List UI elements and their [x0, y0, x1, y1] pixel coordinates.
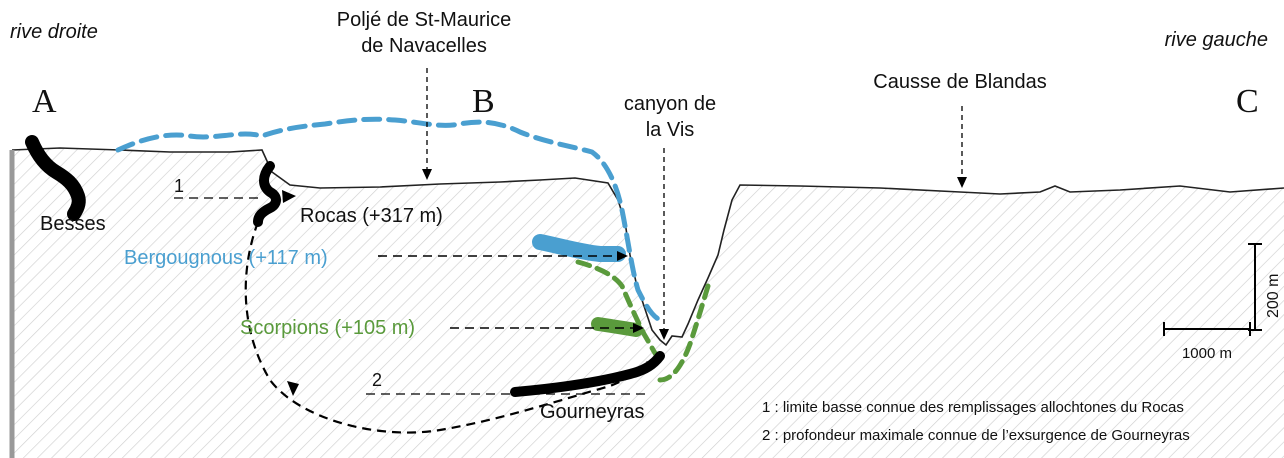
- vertical-scale-label: 200 m: [1265, 274, 1282, 318]
- polje-label-line1: Poljé de St-Maurice: [337, 9, 512, 31]
- rocas-conduit: [253, 161, 281, 227]
- rocas-label: Rocas (+317 m): [300, 205, 443, 227]
- gourneyras-label: Gourneyras: [540, 401, 645, 423]
- rock-mass: [12, 148, 1284, 458]
- scorpions-label: Scorpions (+105 m): [240, 317, 415, 339]
- canyon-label-line2: la Vis: [646, 119, 695, 141]
- legend-item-2: 2 : profondeur maximale connue de l’exsu…: [762, 427, 1190, 444]
- polje-label-line2: de Navacelles: [361, 35, 487, 57]
- bergougnous-conduit: [532, 234, 626, 262]
- rive-droite-label: rive droite: [10, 21, 98, 43]
- loop-arrowhead: [287, 381, 299, 396]
- horizontal-scale-label: 1000 m: [1182, 345, 1232, 362]
- causse-label: Causse de Blandas: [873, 71, 1046, 93]
- besses-conduit: [25, 135, 86, 221]
- rive-gauche-label: rive gauche: [1165, 29, 1268, 51]
- canyon-label-line1: canyon de: [624, 93, 716, 115]
- rocas-arrowhead-1: [282, 190, 296, 203]
- level-2-marker: 2: [372, 370, 382, 390]
- legend-item-1: 1 : limite basse connue des remplissages…: [762, 399, 1184, 416]
- horizontal-scale-bar: [1163, 322, 1251, 336]
- section-c-label: C: [1236, 83, 1259, 120]
- green-dashed-path-left: [575, 259, 661, 361]
- rocas-gourneyras-dashed-loop: [244, 221, 658, 434]
- level-1-marker: 1: [174, 176, 184, 196]
- blue-paleo-surface: [115, 116, 663, 323]
- green-dashed-path-right: [657, 283, 711, 383]
- section-b-label: B: [472, 83, 495, 120]
- ground-surface-line: [11, 147, 1284, 347]
- bergougnous-label: Bergougnous (+117 m): [124, 247, 328, 269]
- besses-label: Besses: [40, 213, 106, 235]
- scorpions-conduit: [591, 317, 643, 337]
- section-a-label: A: [32, 83, 57, 120]
